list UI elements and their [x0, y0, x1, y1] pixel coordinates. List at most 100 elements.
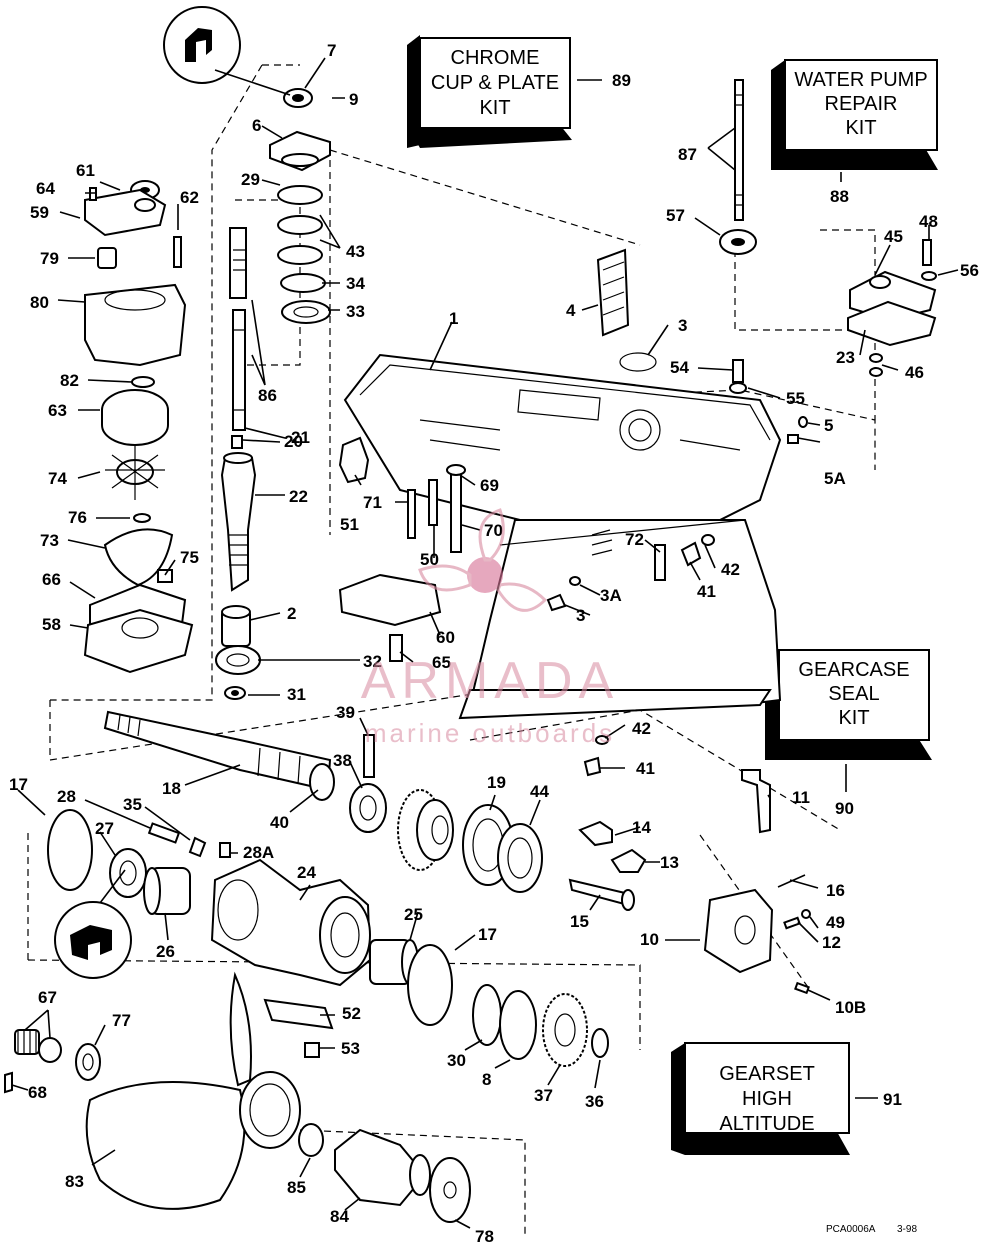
grease-icon-top [163, 6, 291, 96]
callout-32: 32 [363, 652, 382, 671]
drawing-date: 3-98 [897, 1224, 917, 1235]
kit-water-pump-number: 88 [830, 187, 849, 206]
callout-48: 48 [919, 212, 938, 231]
callout-10: 10 [640, 930, 659, 949]
kit-chrome-number: 89 [612, 71, 631, 90]
kit-seal-line2: SEAL [828, 683, 879, 705]
watermark-tagline: marine outboards [365, 718, 615, 748]
callout-16: 16 [826, 881, 845, 900]
callout-37: 37 [534, 1086, 553, 1105]
callout-73: 73 [40, 531, 59, 550]
propeller-hub [334, 1128, 431, 1207]
callout-50: 50 [420, 550, 439, 569]
reverse-gear [542, 993, 588, 1067]
callout-35: 35 [123, 795, 142, 814]
callout-3a: 3A [600, 586, 622, 605]
propshaft-group [47, 710, 609, 1067]
callout-83: 83 [65, 1172, 84, 1191]
kit-chrome-line2: CUP & PLATE [431, 72, 559, 94]
kit-chrome-line1: CHROME [451, 47, 540, 69]
upper-right-parts [596, 79, 937, 444]
callout-76: 76 [68, 508, 87, 527]
callout-40: 40 [270, 813, 289, 832]
callout-33: 33 [346, 302, 365, 321]
callout-70: 70 [484, 521, 503, 540]
callout-7: 7 [327, 41, 336, 60]
callout-39: 39 [336, 703, 355, 722]
callout-58: 58 [42, 615, 61, 634]
kit-box-gearset: GEARSET HIGH ALTITUDE 91 [671, 1042, 902, 1155]
kit-seal-line3: KIT [838, 707, 869, 729]
callout-65: 65 [432, 653, 451, 672]
watermark-brand: ARMADA [361, 652, 619, 710]
callout-13: 13 [660, 853, 679, 872]
kit-seal-line1: GEARCASE [798, 659, 909, 681]
kit-box-water-pump: WATER PUMP REPAIR KIT 88 [771, 59, 938, 206]
kit-chrome-line3: KIT [479, 97, 510, 119]
callout-5: 5 [824, 416, 833, 435]
drawing-code: PCA0006A [826, 1224, 876, 1235]
callout-42-low: 42 [632, 719, 651, 738]
kit-seal-number: 90 [835, 799, 854, 818]
callout-22: 22 [289, 487, 308, 506]
propeller-group [4, 971, 471, 1223]
callout-20: 20 [284, 432, 303, 451]
callout-46: 46 [905, 363, 924, 382]
callout-49: 49 [826, 913, 845, 932]
callout-24: 24 [297, 863, 316, 882]
leader-lines [11, 57, 959, 1229]
callout-87: 87 [678, 145, 697, 164]
callout-8: 8 [482, 1070, 491, 1089]
callout-85: 85 [287, 1178, 306, 1197]
bearing-housing [210, 858, 372, 987]
callout-12: 12 [822, 933, 841, 952]
mid-parts [338, 436, 715, 777]
callout-62: 62 [180, 188, 199, 207]
callout-54: 54 [670, 358, 689, 377]
kit-water-pump-line1: WATER PUMP [794, 69, 927, 91]
callout-55: 55 [786, 389, 805, 408]
kit-gearset-line1: GEARSET [719, 1063, 815, 1085]
callout-36: 36 [585, 1092, 604, 1111]
callout-3-top: 3 [678, 316, 687, 335]
callout-4: 4 [566, 301, 576, 320]
callout-78: 78 [475, 1227, 494, 1243]
kit-box-chrome: CHROME CUP & PLATE KIT 89 [407, 35, 631, 148]
impeller [105, 445, 165, 500]
callout-29: 29 [241, 170, 260, 189]
callout-42-top: 42 [721, 560, 740, 579]
callout-53: 53 [341, 1039, 360, 1058]
callout-10b: 10B [835, 998, 866, 1017]
callout-28: 28 [57, 787, 76, 806]
callout-64: 64 [36, 179, 55, 198]
callout-72: 72 [625, 530, 644, 549]
callout-15: 15 [570, 912, 589, 931]
callout-41-top: 41 [697, 582, 716, 601]
callout-71: 71 [363, 493, 382, 512]
callout-68: 68 [28, 1083, 47, 1102]
callout-82: 82 [60, 371, 79, 390]
callout-69: 69 [480, 476, 499, 495]
callout-63: 63 [48, 401, 67, 420]
callout-80: 80 [30, 293, 49, 312]
callout-77: 77 [112, 1011, 131, 1030]
callout-30: 30 [447, 1051, 466, 1070]
callout-34: 34 [346, 274, 365, 293]
armada-watermark: ARMADA marine outboards [361, 508, 619, 748]
callout-28a: 28A [243, 843, 274, 862]
callout-43: 43 [346, 242, 365, 261]
callout-27: 27 [95, 819, 114, 838]
kit-gearset-line2: HIGH [742, 1088, 792, 1110]
callout-6: 6 [252, 116, 261, 135]
callout-25: 25 [404, 905, 423, 924]
callout-52: 52 [342, 1004, 361, 1023]
callout-19: 19 [487, 773, 506, 792]
callout-41-low: 41 [636, 759, 655, 778]
water-pump-group [83, 180, 194, 674]
callout-66: 66 [42, 570, 61, 589]
kit-box-seal: GEARCASE SEAL KIT 90 [765, 649, 932, 818]
kit-water-pump-line3: KIT [845, 117, 876, 139]
propeller [85, 971, 301, 1210]
callout-60: 60 [436, 628, 455, 647]
